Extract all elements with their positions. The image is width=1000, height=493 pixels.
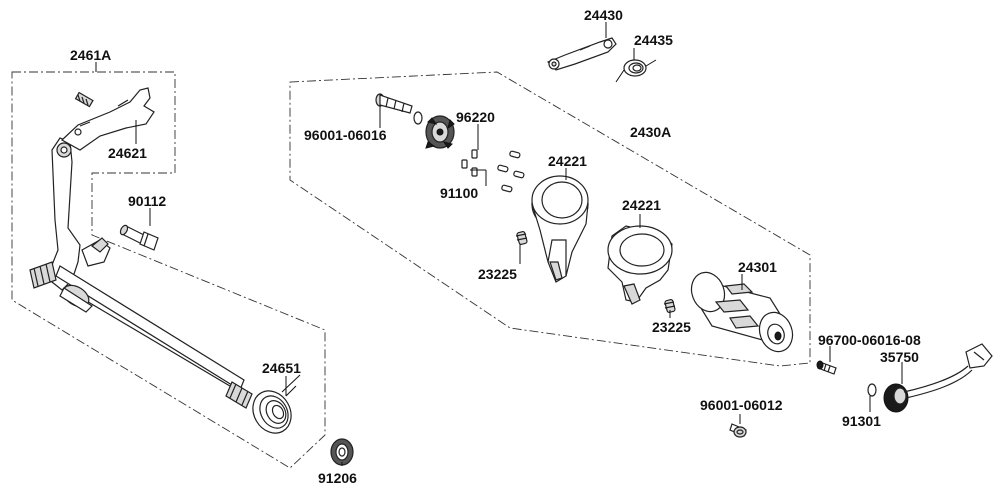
part-label-91301: 91301 [842,413,881,429]
gear-shift-shaft-part [29,261,253,409]
part-label-96001-06012: 96001-06012 [700,397,783,413]
part-label-23225-right: 23225 [652,319,691,335]
return-spring-24651-part [252,374,301,434]
shift-fork-24221-lower-part [607,225,673,305]
stopper-plate-part [60,87,155,151]
gear-position-switch-35750-part [883,343,993,413]
part-label-24651: 24651 [262,360,301,376]
part-label-91100: 91100 [440,185,478,201]
bolt-90112-part [119,224,159,251]
part-label-24221-upper: 24221 [548,153,587,169]
bolt-96700-part [816,360,837,375]
part-label-96001-06016: 96001-06016 [304,127,387,143]
spring-pin-part [74,91,94,108]
bolt-96001-06016-part [375,93,413,114]
leader-lines [95,22,903,466]
drum-cam-star-part [425,115,455,149]
part-label-35750: 35750 [880,349,919,365]
part-label-90112: 90112 [128,193,166,209]
assembly-boundary-2430A [289,71,811,367]
assembly-boundary-2461A [11,71,326,469]
stopper-spring-24435-part [615,59,657,83]
part-label-96220: 96220 [456,109,495,125]
part-label-23225-left: 23225 [478,266,517,282]
part-label-91206: 91206 [318,470,357,486]
oil-seal-91206-part [330,438,354,466]
washer-part [413,111,423,125]
small-pin-96220-part [471,149,478,159]
part-label-24435: 24435 [634,32,673,48]
guide-pin-23225-right-part [663,299,676,313]
part-label-24221-lower: 24221 [622,197,661,213]
part-label-96700-06016-08: 96700-06016-08 [818,332,921,348]
part-label-2461A: 2461A [70,47,111,63]
part-label-2430A: 2430A [630,124,671,140]
shift-lever-arm-part [49,137,111,291]
part-label-24301: 24301 [738,259,777,275]
guide-pin-23225-left-part [515,231,528,245]
shift-fork-24221-upper-part [531,175,589,283]
part-label-24430: 24430 [584,7,623,23]
stopper-arm-24430-part [546,37,617,71]
part-label-24621: 24621 [108,145,147,161]
bolt-96001-06012-part [729,423,747,438]
shift-drum-24301-part [690,271,794,353]
washer-91301-part [867,383,877,397]
